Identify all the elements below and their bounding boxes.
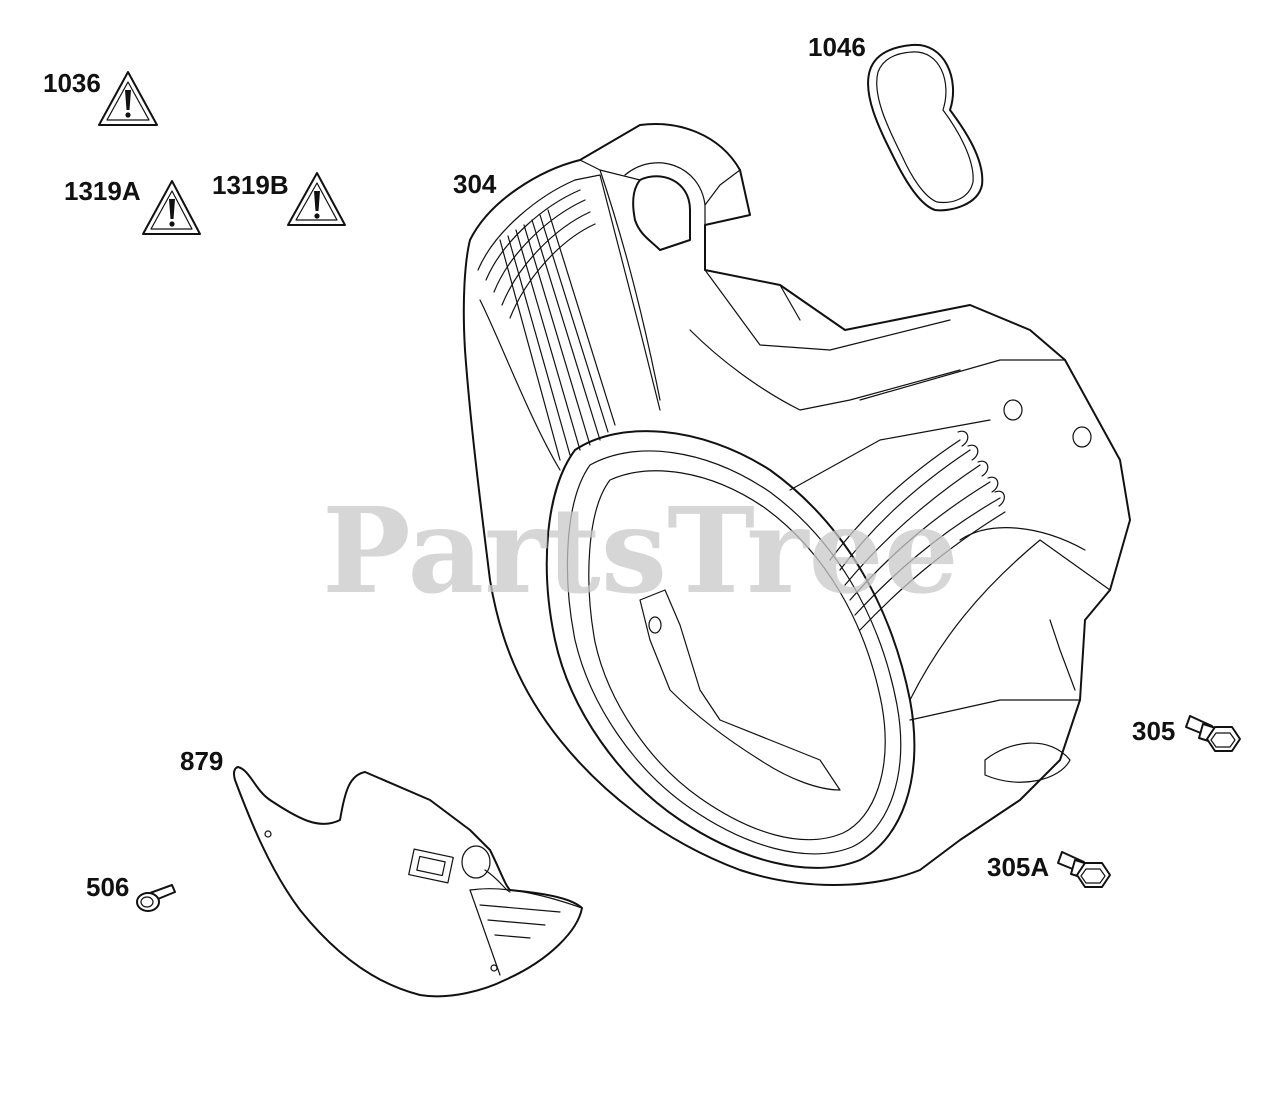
label-305: 305 <box>1132 716 1175 746</box>
warning-1319a-icon[interactable] <box>142 180 201 235</box>
watermark: PartsTree <box>322 481 959 620</box>
label-506: 506 <box>86 872 129 902</box>
label-304: 304 <box>453 169 497 199</box>
label-305a: 305A <box>987 852 1049 882</box>
warning-1319b-icon[interactable] <box>287 172 346 226</box>
shield-879[interactable] <box>233 766 583 998</box>
side-fins <box>829 430 1006 631</box>
cooling-fins <box>477 174 661 471</box>
blower-housing-304[interactable] <box>462 123 1131 886</box>
label-1319b: 1319B <box>212 170 289 200</box>
label-1319a: 1319A <box>64 176 141 206</box>
bolt-305a[interactable] <box>1057 851 1111 888</box>
bolt-305[interactable] <box>1185 715 1241 752</box>
label-879: 879 <box>180 746 223 776</box>
pad-1046[interactable] <box>867 43 984 212</box>
label-1046: 1046 <box>808 32 866 62</box>
warning-1036-icon[interactable] <box>98 71 158 126</box>
screw-506[interactable] <box>136 884 176 912</box>
label-1036: 1036 <box>43 68 101 98</box>
